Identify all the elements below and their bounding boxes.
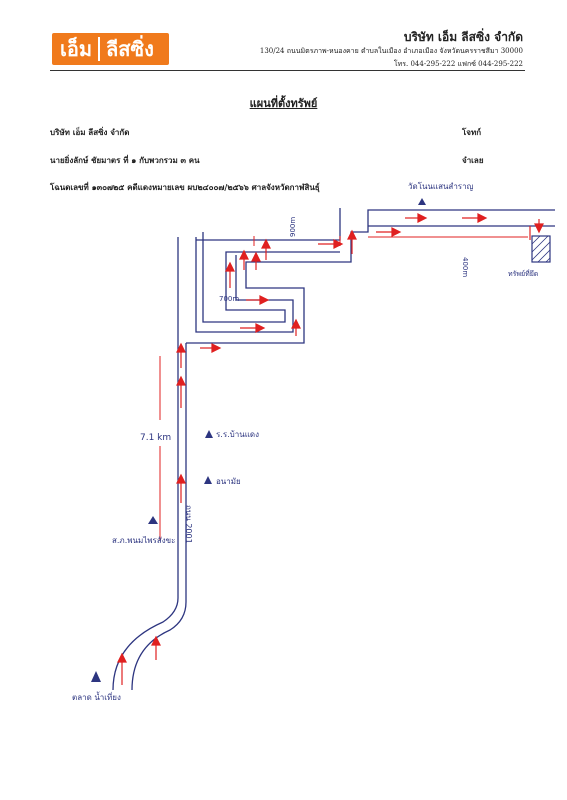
police-label: ส.ภ.พนมไพรสังขะ — [112, 536, 175, 545]
logo-word-1: เอ็ม — [60, 37, 93, 61]
company-phone: โทร. 044-295-222 แฟกซ์ 044-295-222 — [393, 60, 523, 68]
temple-label: วัดโนนแสนสำราญ — [408, 181, 474, 191]
distance-b: 900m — [289, 217, 297, 237]
defendant-label: จำเลย — [462, 155, 484, 165]
start-label: ตลาด น้ำเที่ยง — [72, 691, 121, 702]
defendant-name: นายยิ่งลักษ์ ชัยมาตร ที่ ๑ กับพวกรวม ๓ ค… — [50, 155, 200, 165]
deed-line: โฉนดเลขที่ ๑๓๐๗๒๕ คดีแดงหมายเลข ผบ๒๔๐๐๗/… — [50, 182, 320, 192]
logo-divider — [98, 37, 101, 61]
school-marker-icon — [205, 430, 213, 438]
direction-arrows — [117, 213, 544, 685]
property-marker — [531, 235, 551, 263]
distance-a: 700m — [219, 295, 239, 303]
health-marker-icon — [204, 476, 212, 484]
property-hatch — [531, 235, 551, 263]
start-marker-icon — [91, 671, 101, 682]
plaintiff-name: บริษัท เอ็ม ลีสซิ่ง จำกัด — [50, 127, 130, 137]
police-marker-icon — [148, 516, 158, 524]
school-label: ร.ร.บ้านแดง — [216, 430, 259, 439]
place-markers — [91, 198, 426, 682]
road-label: ถนน 2001 — [184, 505, 193, 544]
logo-word-2: ลีสซิ่ง — [106, 37, 154, 61]
company-name: บริษัท เอ็ม ลีสซิ่ง จำกัด — [403, 30, 523, 44]
temple-marker-icon — [418, 198, 426, 205]
document-title: แผนที่ตั้งทรัพย์ — [249, 97, 318, 110]
company-logo: เอ็ม ลีสซิ่ง — [52, 33, 169, 65]
property-label: ทรัพย์ที่ยึด — [508, 269, 538, 278]
distance-c: 400m — [461, 257, 469, 277]
health-label: อนามัย — [216, 477, 241, 486]
road-lines — [112, 208, 555, 691]
distance-main: 7.1 km — [140, 433, 171, 443]
plaintiff-label: โจทก์ — [462, 127, 482, 137]
header-divider — [50, 70, 525, 71]
measure-marks — [159, 236, 528, 540]
company-address: 130/24 ถนนมิตรภาพ-หนองคาย ตำบลในเมือง อำ… — [259, 47, 523, 55]
